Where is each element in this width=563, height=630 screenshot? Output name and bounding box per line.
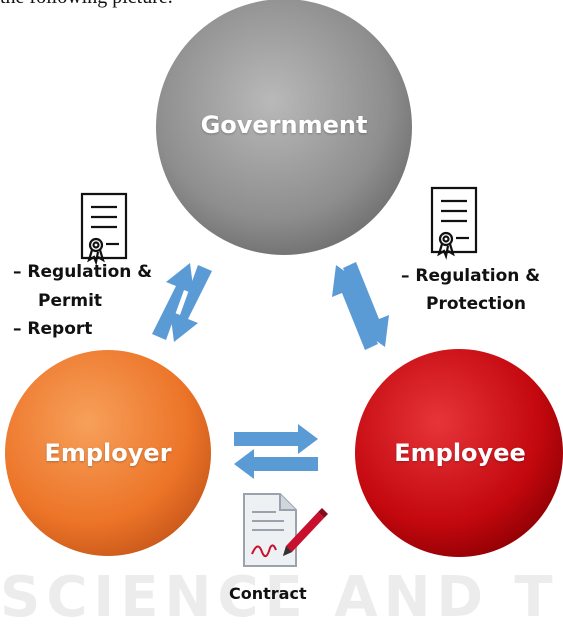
left-label-line-3: – Report — [13, 319, 93, 339]
left-label-line-1: – Regulation & — [13, 262, 153, 282]
employee-node — [355, 349, 563, 557]
left-double-arrow — [152, 263, 212, 342]
employer-node — [5, 350, 211, 556]
right-label-line-1: – Regulation & — [401, 266, 541, 286]
horizontal-double-arrow — [234, 424, 318, 479]
contract-icon — [243, 493, 328, 567]
government-node — [156, 0, 412, 255]
contract-label: Contract — [229, 584, 307, 603]
certificate-icon — [430, 186, 478, 260]
right-double-arrow — [332, 262, 389, 350]
government-label: Government — [200, 111, 368, 139]
employer-label: Employer — [44, 439, 172, 467]
left-label-line-2: Permit — [38, 291, 103, 311]
certificate-icon — [80, 192, 128, 266]
employee-label: Employee — [394, 439, 526, 467]
diagram-canvas — [5, 0, 563, 567]
top-cut-text: the following picture. — [0, 0, 173, 9]
right-label-line-2: Protection — [426, 294, 526, 314]
